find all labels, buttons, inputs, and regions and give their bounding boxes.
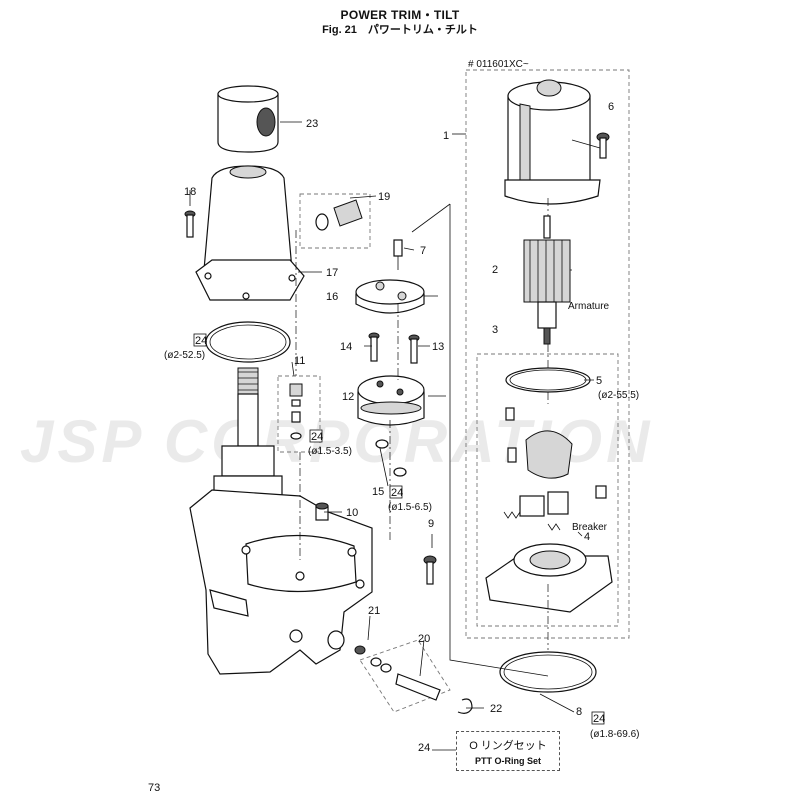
page-title: POWER TRIM・TILT: [340, 8, 460, 22]
oring-size-4: (ø1.8-69.6): [590, 729, 639, 740]
callout-4: 4: [584, 531, 590, 543]
valve-19-box: [299, 193, 371, 249]
callout-6: 6: [608, 101, 614, 113]
motor-base-box: [476, 353, 619, 627]
callout-8: 8: [576, 706, 582, 718]
brush-holder-part: [503, 407, 607, 531]
oring-ref-3: 24: [391, 487, 403, 499]
callout-2: 2: [492, 264, 498, 276]
valve-20-part: [370, 657, 441, 701]
callout-18: 18: [184, 186, 196, 198]
oring-ref-1: 24: [195, 335, 207, 347]
callout-11: 11: [294, 355, 305, 367]
legend-english: PTT O-Ring Set: [475, 756, 541, 766]
valve-11-part: [289, 383, 303, 440]
oring-52-part: [205, 321, 291, 363]
gear-cover-16-part: [355, 279, 425, 314]
oring-ref-box-4: [591, 711, 605, 725]
oring-8-inner: [503, 654, 593, 690]
clip-22-part: [457, 698, 473, 714]
pin-7-part: [393, 239, 403, 270]
legend-number: 24: [418, 742, 431, 754]
callout-10: 10: [346, 507, 358, 519]
serial-note: # 011601XC~: [468, 59, 529, 70]
armature-label: Armature: [568, 301, 610, 312]
callout-23: 23: [306, 118, 318, 130]
callout-19: 19: [378, 191, 390, 203]
callout-17: 17: [326, 267, 338, 279]
valve-11-box: [277, 375, 321, 453]
motor-screw-part: [596, 132, 610, 159]
callout-1: 1: [443, 130, 449, 142]
figure-subtitle: Fig. 21 パワートリム・チルト: [322, 24, 478, 36]
callout-20: 20: [418, 633, 430, 645]
callout-3: 3: [492, 324, 498, 336]
armature-part: [523, 215, 571, 345]
oring-ref-2: 24: [311, 431, 323, 443]
callout-15: 15: [372, 486, 384, 498]
fitting-10-part: [315, 502, 329, 521]
callout-22: 22: [490, 703, 502, 715]
oring-size-1: (ø2-52.5): [164, 350, 205, 361]
callout-13: 13: [432, 341, 444, 353]
breaker-label: Breaker: [572, 522, 608, 533]
motor-housing-part: [504, 79, 601, 205]
oring-52-inner: [209, 324, 287, 360]
oring-8-part: [499, 651, 597, 693]
oring-ref-4: 24: [593, 713, 605, 725]
oring-ref-box-2: [309, 429, 323, 443]
motor-assembly-box: [465, 69, 630, 639]
motor-base-part: [485, 543, 613, 613]
oring-size-2: (ø1.5-3.5): [308, 446, 352, 457]
oring-5-part: [505, 367, 591, 393]
callout-9: 9: [428, 518, 434, 530]
oring-set-legend: O リングセット PTT O-Ring Set: [456, 731, 560, 771]
pump-body-part: [189, 489, 373, 675]
plug-21-part: [354, 645, 366, 655]
bolt-13-part: [408, 334, 420, 364]
reservoir-cap-part: [217, 85, 279, 153]
valve-20-box: [359, 639, 451, 713]
size-5: (ø2-55.5): [598, 390, 639, 401]
reservoir-part: [195, 165, 305, 301]
callout-12: 12: [342, 391, 354, 403]
page-number: 73: [148, 782, 161, 794]
gear-pump-12-part: [357, 375, 425, 426]
oring-size-3: (ø1.5-6.5): [388, 502, 432, 513]
ring-15-part: [375, 439, 389, 449]
callout-7: 7: [420, 245, 426, 257]
callout-5: 5: [596, 375, 602, 387]
reservoir-screw-part: [184, 210, 196, 238]
callout-21: 21: [368, 605, 380, 617]
bolt-14-part: [368, 332, 380, 362]
callout-16: 16: [326, 291, 338, 303]
oring-ref-box-1: [193, 333, 207, 347]
legend-japanese: O リングセット: [469, 740, 547, 752]
callout-14: 14: [340, 341, 352, 353]
oring-ref-box-3: [389, 485, 403, 499]
valve-19-part: [315, 199, 363, 231]
ring-15b-part: [393, 467, 407, 477]
screw-9-part: [423, 555, 437, 585]
